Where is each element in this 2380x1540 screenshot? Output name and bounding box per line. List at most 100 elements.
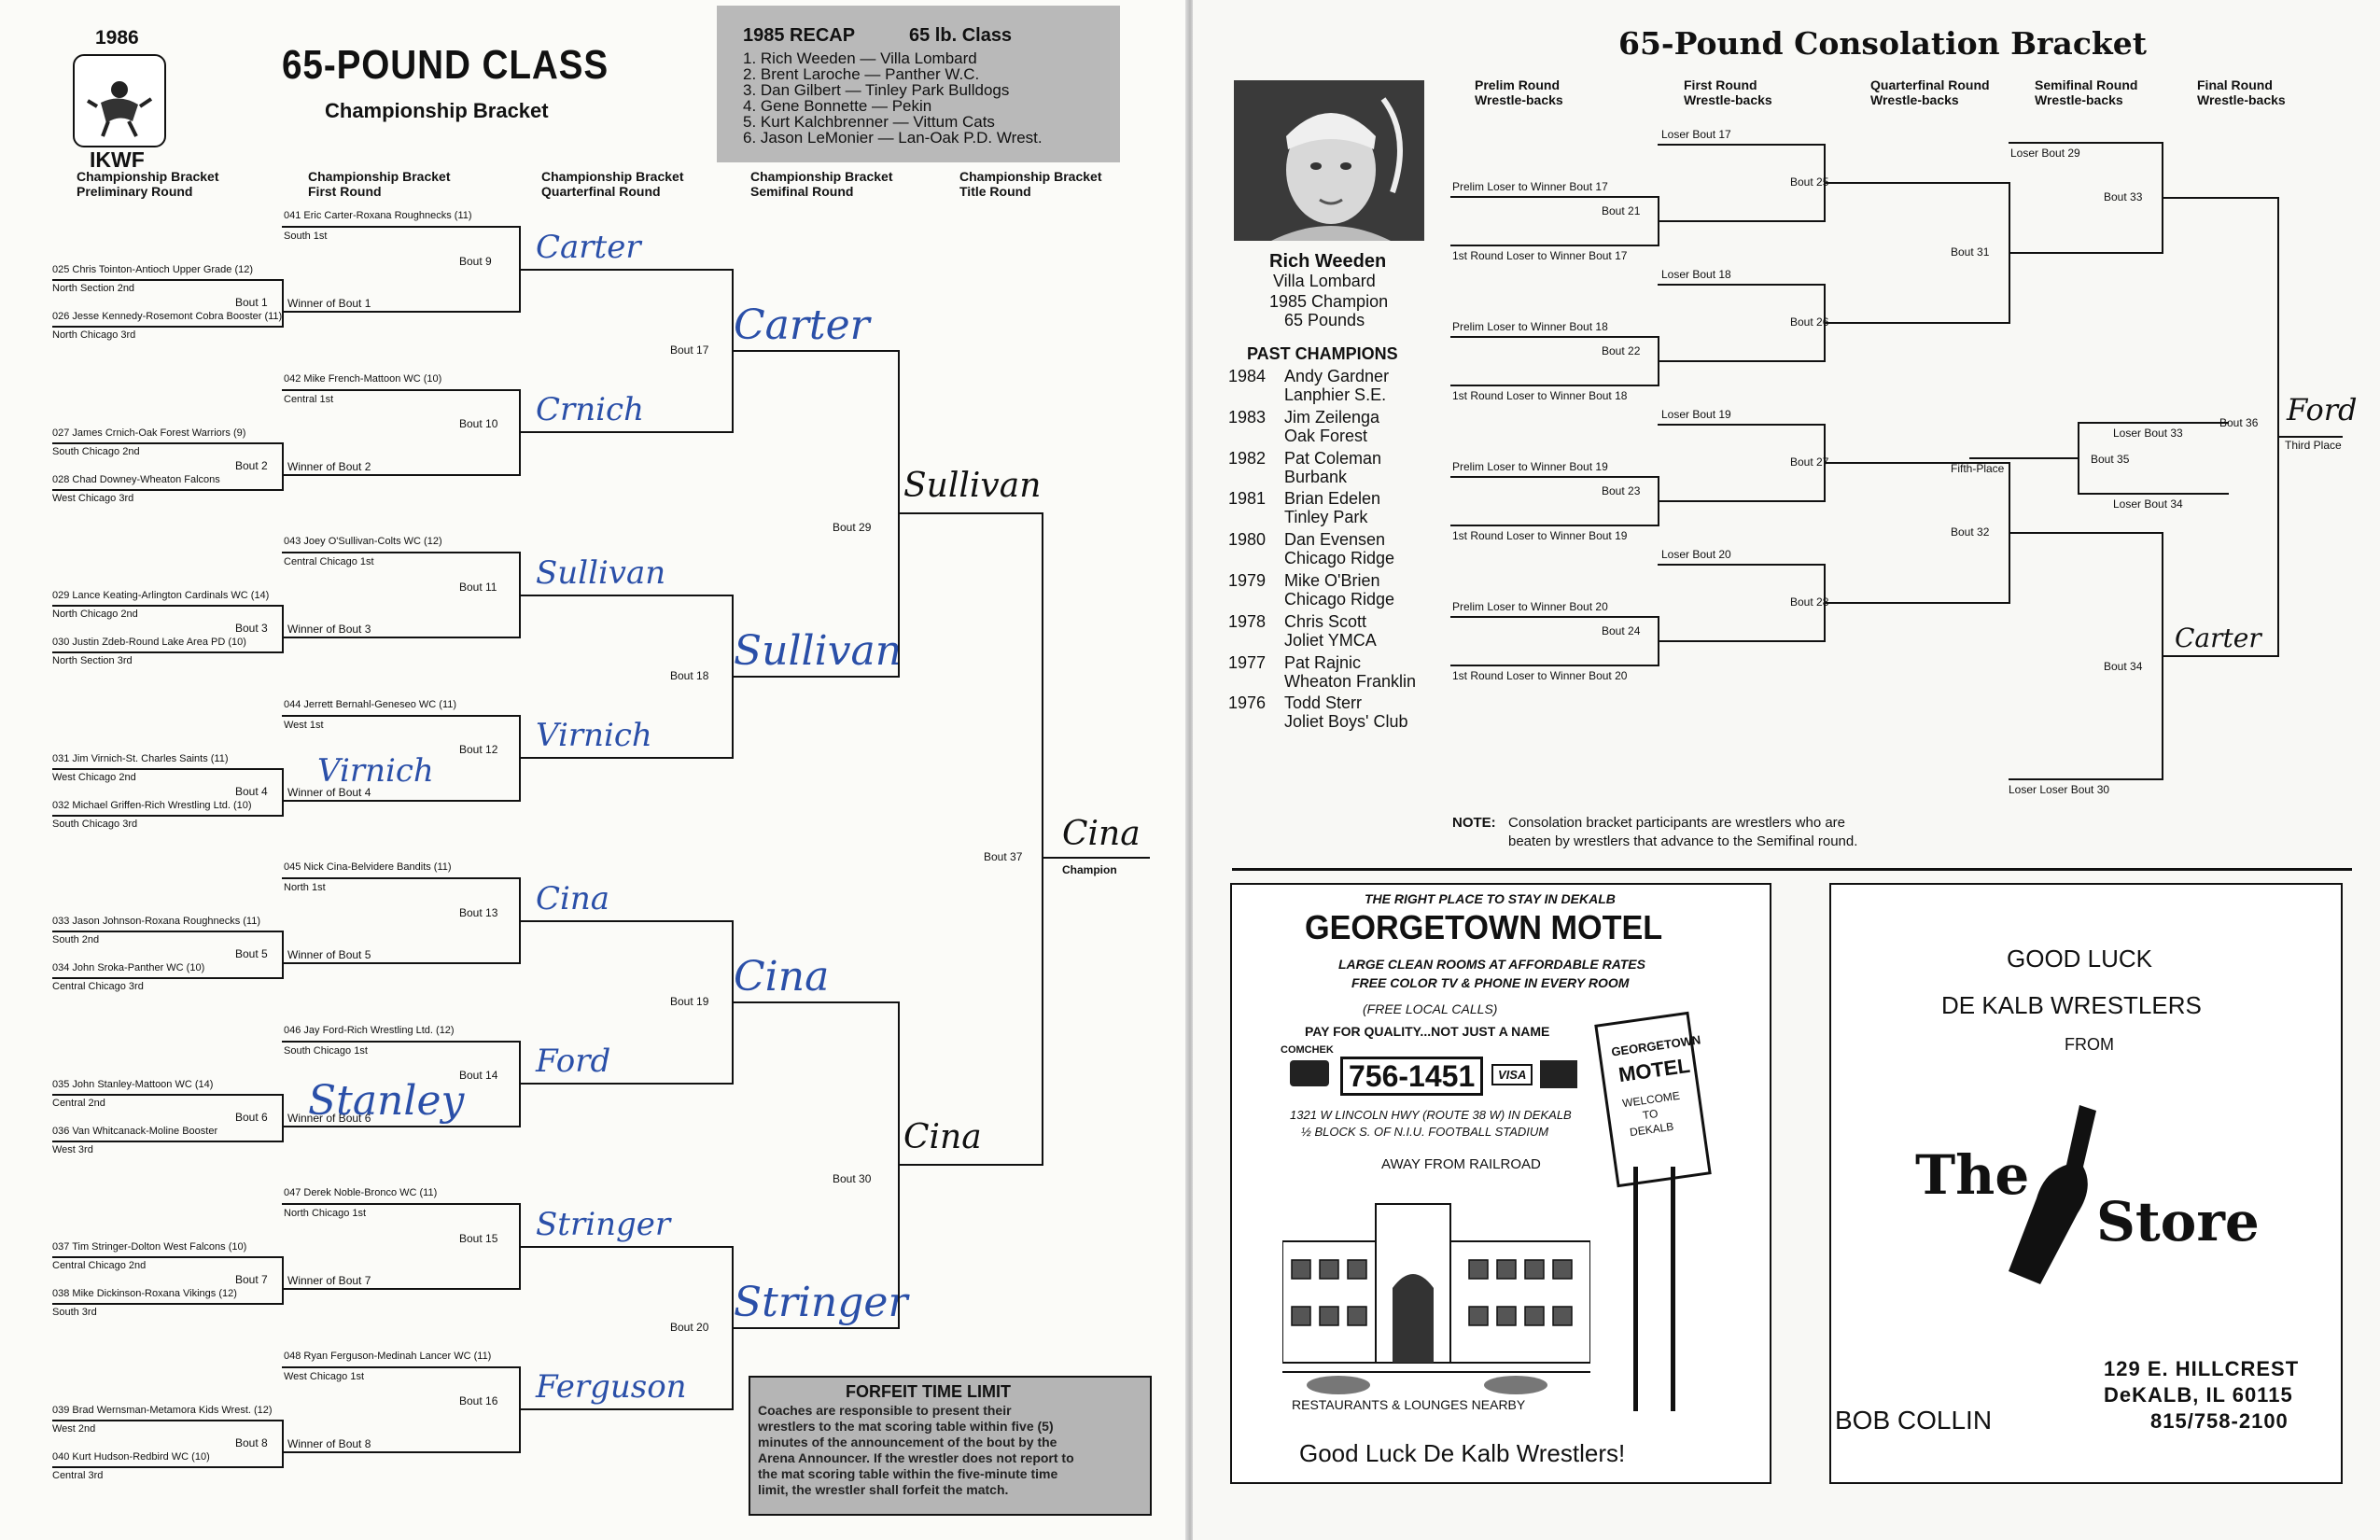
past-year: 1977 <box>1228 652 1267 672</box>
sign-post-left <box>1633 1167 1638 1411</box>
prelim-bout: Bout 3 <box>235 622 268 635</box>
cons-bout: Bout 23 <box>1602 484 1641 497</box>
prelim-entry: 037 Tim Stringer-Dolton West Falcons (10… <box>52 1241 247 1253</box>
past-name: Chris Scott <box>1284 611 1367 631</box>
cons-bout: Bout 22 <box>1602 344 1641 357</box>
fifth-place-label: Fifth-Place <box>1951 462 2005 475</box>
prelim-entry: 038 Mike Dickinson-Roxana Vikings (12) <box>52 1288 237 1299</box>
cons-line <box>2009 252 2162 254</box>
cons-prelim-entry: Prelim Loser to Winner Bout 18 <box>1452 320 1608 333</box>
first-round-entry: 043 Joey O'Sullivan-Colts WC (12) <box>284 536 442 547</box>
prelim-entry: 033 Jason Johnson-Roxana Roughnecks (11) <box>52 916 260 927</box>
prelim-entry-sub: South 2nd <box>52 934 100 945</box>
past-name: Andy Gardner <box>1284 367 1390 385</box>
note-line-2: beaten by wrestlers that advance to the … <box>1508 833 1858 849</box>
prelim-bout: Bout 2 <box>235 458 268 472</box>
prelim-line <box>52 1140 284 1142</box>
past-name: Dan Evensen <box>1284 530 1386 550</box>
first-round-line <box>282 1040 519 1043</box>
first-round-entry: 044 Jerrett Bernahl-Geneseo WC (11) <box>284 698 457 710</box>
cons-loser-entry: Loser Bout 19 <box>1661 408 1731 421</box>
cons-first-entry: 1st Round Loser to Winner Bout 19 <box>1452 529 1628 542</box>
past-club: Burbank <box>1284 467 1348 486</box>
comchek-label: COMCHEK <box>1281 1044 1334 1056</box>
final-join <box>1042 512 1043 1167</box>
cons-bout: Bout 34 <box>2104 660 2143 673</box>
recap-class: 65 lb. Class <box>909 25 1013 46</box>
handwritten-name: Carter <box>734 301 870 349</box>
handwritten-name: Crnich <box>536 391 644 428</box>
winner-line <box>282 637 519 638</box>
cons-line <box>1824 462 2009 464</box>
cons-bout: Bout 24 <box>1602 624 1641 637</box>
cons-bout: Bout 21 <box>1602 204 1641 217</box>
prelim-bout: Bout 8 <box>235 1435 268 1449</box>
first-round-entry-sub: North Chicago 1st <box>284 1208 367 1219</box>
first-round-entry: 047 Derek Noble-Bronco WC (11) <box>284 1187 438 1198</box>
past-club: Joliet Boys' Club <box>1284 712 1408 732</box>
cons-line <box>1658 500 1824 502</box>
round-header-sub: Wrestle-backs <box>1475 92 1563 107</box>
prelim-line <box>52 441 284 444</box>
prelim-join <box>282 767 284 817</box>
past-name: Pat Coleman <box>1284 448 1382 468</box>
first-round-entry-sub: West 1st <box>284 719 324 731</box>
handwritten-name: Carter <box>536 228 641 266</box>
cons-line <box>1824 322 2009 324</box>
cons-line <box>2078 493 2229 495</box>
note-label: NOTE: <box>1452 815 1496 831</box>
past-year: 1984 <box>1228 367 1267 385</box>
champion-portrait-icon <box>1234 80 1424 241</box>
cons-bout: Bout 26 <box>1790 315 1829 329</box>
cons-line <box>2277 435 2343 438</box>
forfeit-line: Arena Announcer. If the wrestler does no… <box>758 1450 1074 1465</box>
page-spine <box>1185 0 1195 1540</box>
winner-label: Winner of Bout 4 <box>287 785 371 799</box>
winner-label: Winner of Bout 3 <box>287 623 371 636</box>
cons-loser-entry: Loser Bout 34 <box>2113 497 2183 511</box>
past-name: Pat Rajnic <box>1284 652 1362 672</box>
forfeit-title: FORFEIT TIME LIMIT <box>846 1382 1011 1401</box>
round-header-sub: Wrestle-backs <box>1870 92 1959 107</box>
handwritten-name: Cina <box>1062 815 1141 854</box>
cons-loser-entry: Loser Bout 17 <box>1661 128 1731 141</box>
prelim-line <box>52 1419 284 1421</box>
winner-line <box>282 1288 519 1290</box>
left-page <box>0 0 1187 1540</box>
final-bout: Bout 37 <box>984 850 1023 864</box>
prelim-entry: 029 Lance Keating-Arlington Cardinals WC… <box>52 590 270 601</box>
motel-line-2: FREE COLOR TV & PHONE IN EVERY ROOM <box>1351 975 1630 990</box>
prelim-entry: 040 Kurt Hudson-Redbird WC (10) <box>52 1450 210 1463</box>
cons-line <box>1658 564 1824 566</box>
champion-label: Champion <box>1062 863 1117 877</box>
round-header: First Round <box>1684 77 1757 92</box>
store-line-3: FROM <box>2065 1035 2114 1054</box>
recap-item: 4. Gene Bonnette — Pekin <box>743 97 932 115</box>
past-name: Brian Edelen <box>1284 489 1381 509</box>
first-round-bout: Bout 13 <box>459 905 498 919</box>
first-round-line <box>282 388 519 391</box>
round-header: Final Round <box>2197 77 2273 92</box>
first-round-bout: Bout 14 <box>459 1069 498 1082</box>
cons-bout: Bout 27 <box>1790 455 1829 469</box>
cons-bout: Bout 35 <box>2091 453 2130 466</box>
first-round-line <box>282 714 519 717</box>
first-round-bout: Bout 11 <box>459 580 497 594</box>
prelim-entry-sub: West Chicago 3rd <box>52 492 134 504</box>
cons-line <box>1450 385 1658 386</box>
prelim-entry-sub: Central 2nd <box>52 1097 105 1109</box>
handwritten-name: Carter <box>2175 623 2261 653</box>
quarter-line <box>519 1408 732 1410</box>
prelim-entry: 025 Chris Tointon-Antioch Upper Grade (1… <box>52 264 254 275</box>
cons-line <box>2162 197 2277 199</box>
first-round-line <box>282 1365 519 1368</box>
ikwf-logo <box>73 54 166 147</box>
cons-prelim-entry: Prelim Loser to Winner Bout 17 <box>1452 180 1608 193</box>
prelim-line <box>52 326 284 328</box>
first-round-entry-sub: North 1st <box>284 882 326 893</box>
winner-line <box>282 799 519 802</box>
prelim-entry: 026 Jesse Kennedy-Rosemont Cobra Booster… <box>52 311 283 322</box>
past-champions-title: PAST CHAMPIONS <box>1247 344 1398 363</box>
prelim-entry-sub: North Chicago 3rd <box>52 329 136 341</box>
prelim-line <box>52 1093 284 1096</box>
